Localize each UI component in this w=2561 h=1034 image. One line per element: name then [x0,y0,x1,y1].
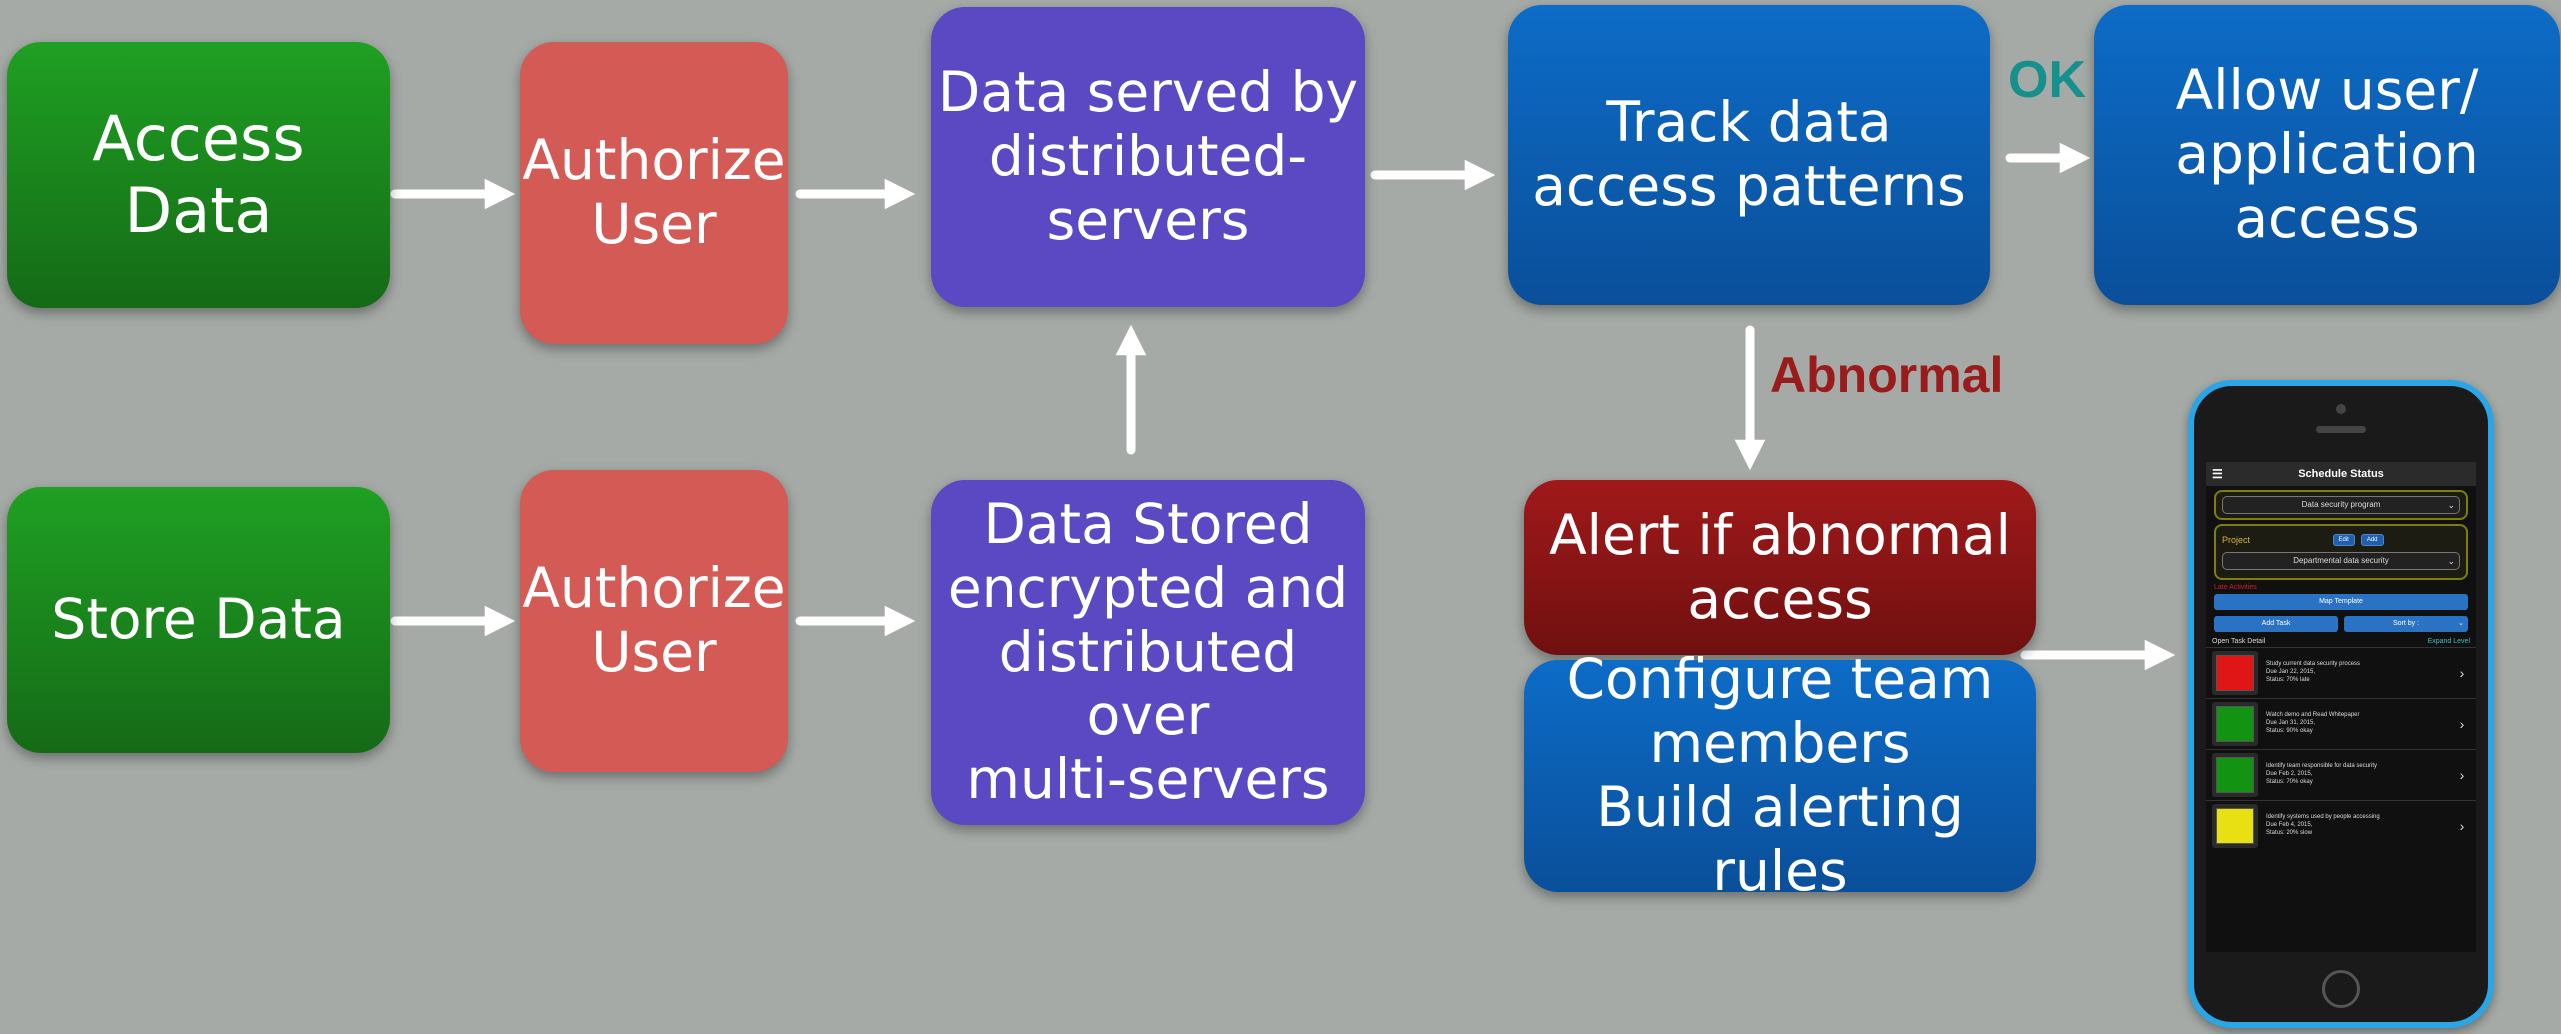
node-authorize-user-top: Authorize User [520,42,788,344]
program-select-value: Data security program [2301,500,2381,509]
phone-screen: ☰ Schedule Status Data security program … [2206,462,2476,952]
sort-button[interactable]: Sort by : ⌄ [2344,616,2468,632]
chevron-down-icon: ⌄ [2447,556,2455,566]
phone-mockup: ☰ Schedule Status Data security program … [2188,380,2494,1028]
task-text: Study current data security process Due … [2266,661,2361,683]
task-list: Study current data security process Due … [2206,647,2476,851]
project-panel: Project Edit Add Departmental data secur… [2214,524,2468,580]
node-alert-abnormal: Alert if abnormal access [1524,480,2036,655]
chevron-right-icon[interactable]: › [2459,665,2465,681]
task-text: Identify systems used by people accessin… [2266,814,2380,836]
warning-text: Late Activities [2214,584,2257,591]
chevron-right-icon[interactable]: › [2459,716,2465,732]
edit-button[interactable]: Edit [2332,534,2355,546]
chevron-down-icon: ⌄ [2447,500,2455,510]
camera-icon [2336,404,2346,414]
phone-title: Schedule Status [2298,468,2384,480]
program-select[interactable]: Data security program ⌄ [2222,496,2460,514]
add-task-button[interactable]: Add Task [2214,616,2338,632]
status-square [2212,651,2258,695]
task-text: Watch demo and Read Whitepaper Due Jan 3… [2266,712,2360,734]
task-row[interactable]: Study current data security process Due … [2206,647,2476,698]
status-square [2212,702,2258,746]
home-button[interactable] [2322,970,2360,1008]
menu-icon[interactable]: ☰ [2212,467,2223,481]
program-panel: Data security program ⌄ [2214,490,2468,520]
node-data-stored: Data Stored encrypted and distributed ov… [931,480,1365,825]
status-square [2212,804,2258,848]
node-track-patterns: Track data access patterns [1508,5,1990,305]
chevron-right-icon[interactable]: › [2459,767,2465,783]
task-row[interactable]: Identify systems used by people accessin… [2206,800,2476,851]
add-task-label: Add Task [2261,620,2291,627]
open-task-label: Open Task Detail [2212,638,2266,645]
node-authorize-user-bottom: Authorize User [520,470,788,772]
status-square [2212,753,2258,797]
task-row[interactable]: Identify team responsible for data secur… [2206,749,2476,800]
node-data-served: Data served by distributed- servers [931,7,1365,307]
add-button[interactable]: Add [2360,534,2384,546]
chevron-down-icon: ⌄ [2458,620,2464,627]
chevron-right-icon[interactable]: › [2459,818,2465,834]
project-select[interactable]: Departmental data security ⌄ [2222,552,2460,570]
node-allow-access: Allow user/ application access [2094,5,2560,305]
sort-label: Sort by : [2392,620,2420,627]
task-row[interactable]: Watch demo and Read Whitepaper Due Jan 3… [2206,698,2476,749]
edge-label-abnormal: Abnormal [1770,347,2004,403]
task-text: Identify team responsible for data secur… [2266,763,2378,785]
node-configure-team: Configure team members Build alerting ru… [1524,648,2036,903]
edge-label-ok: OK [2008,51,2086,109]
project-label: Project [2222,535,2251,545]
node-store-data: Store Data [7,487,390,753]
speaker-grille [2316,426,2366,433]
map-template-button[interactable]: Map Template [2214,594,2468,610]
phone-header: ☰ Schedule Status [2206,462,2476,486]
expand-level-link[interactable]: Expand Level [2427,638,2470,645]
project-select-value: Departmental data security [2293,556,2389,565]
node-access-data: Access Data [7,42,390,308]
